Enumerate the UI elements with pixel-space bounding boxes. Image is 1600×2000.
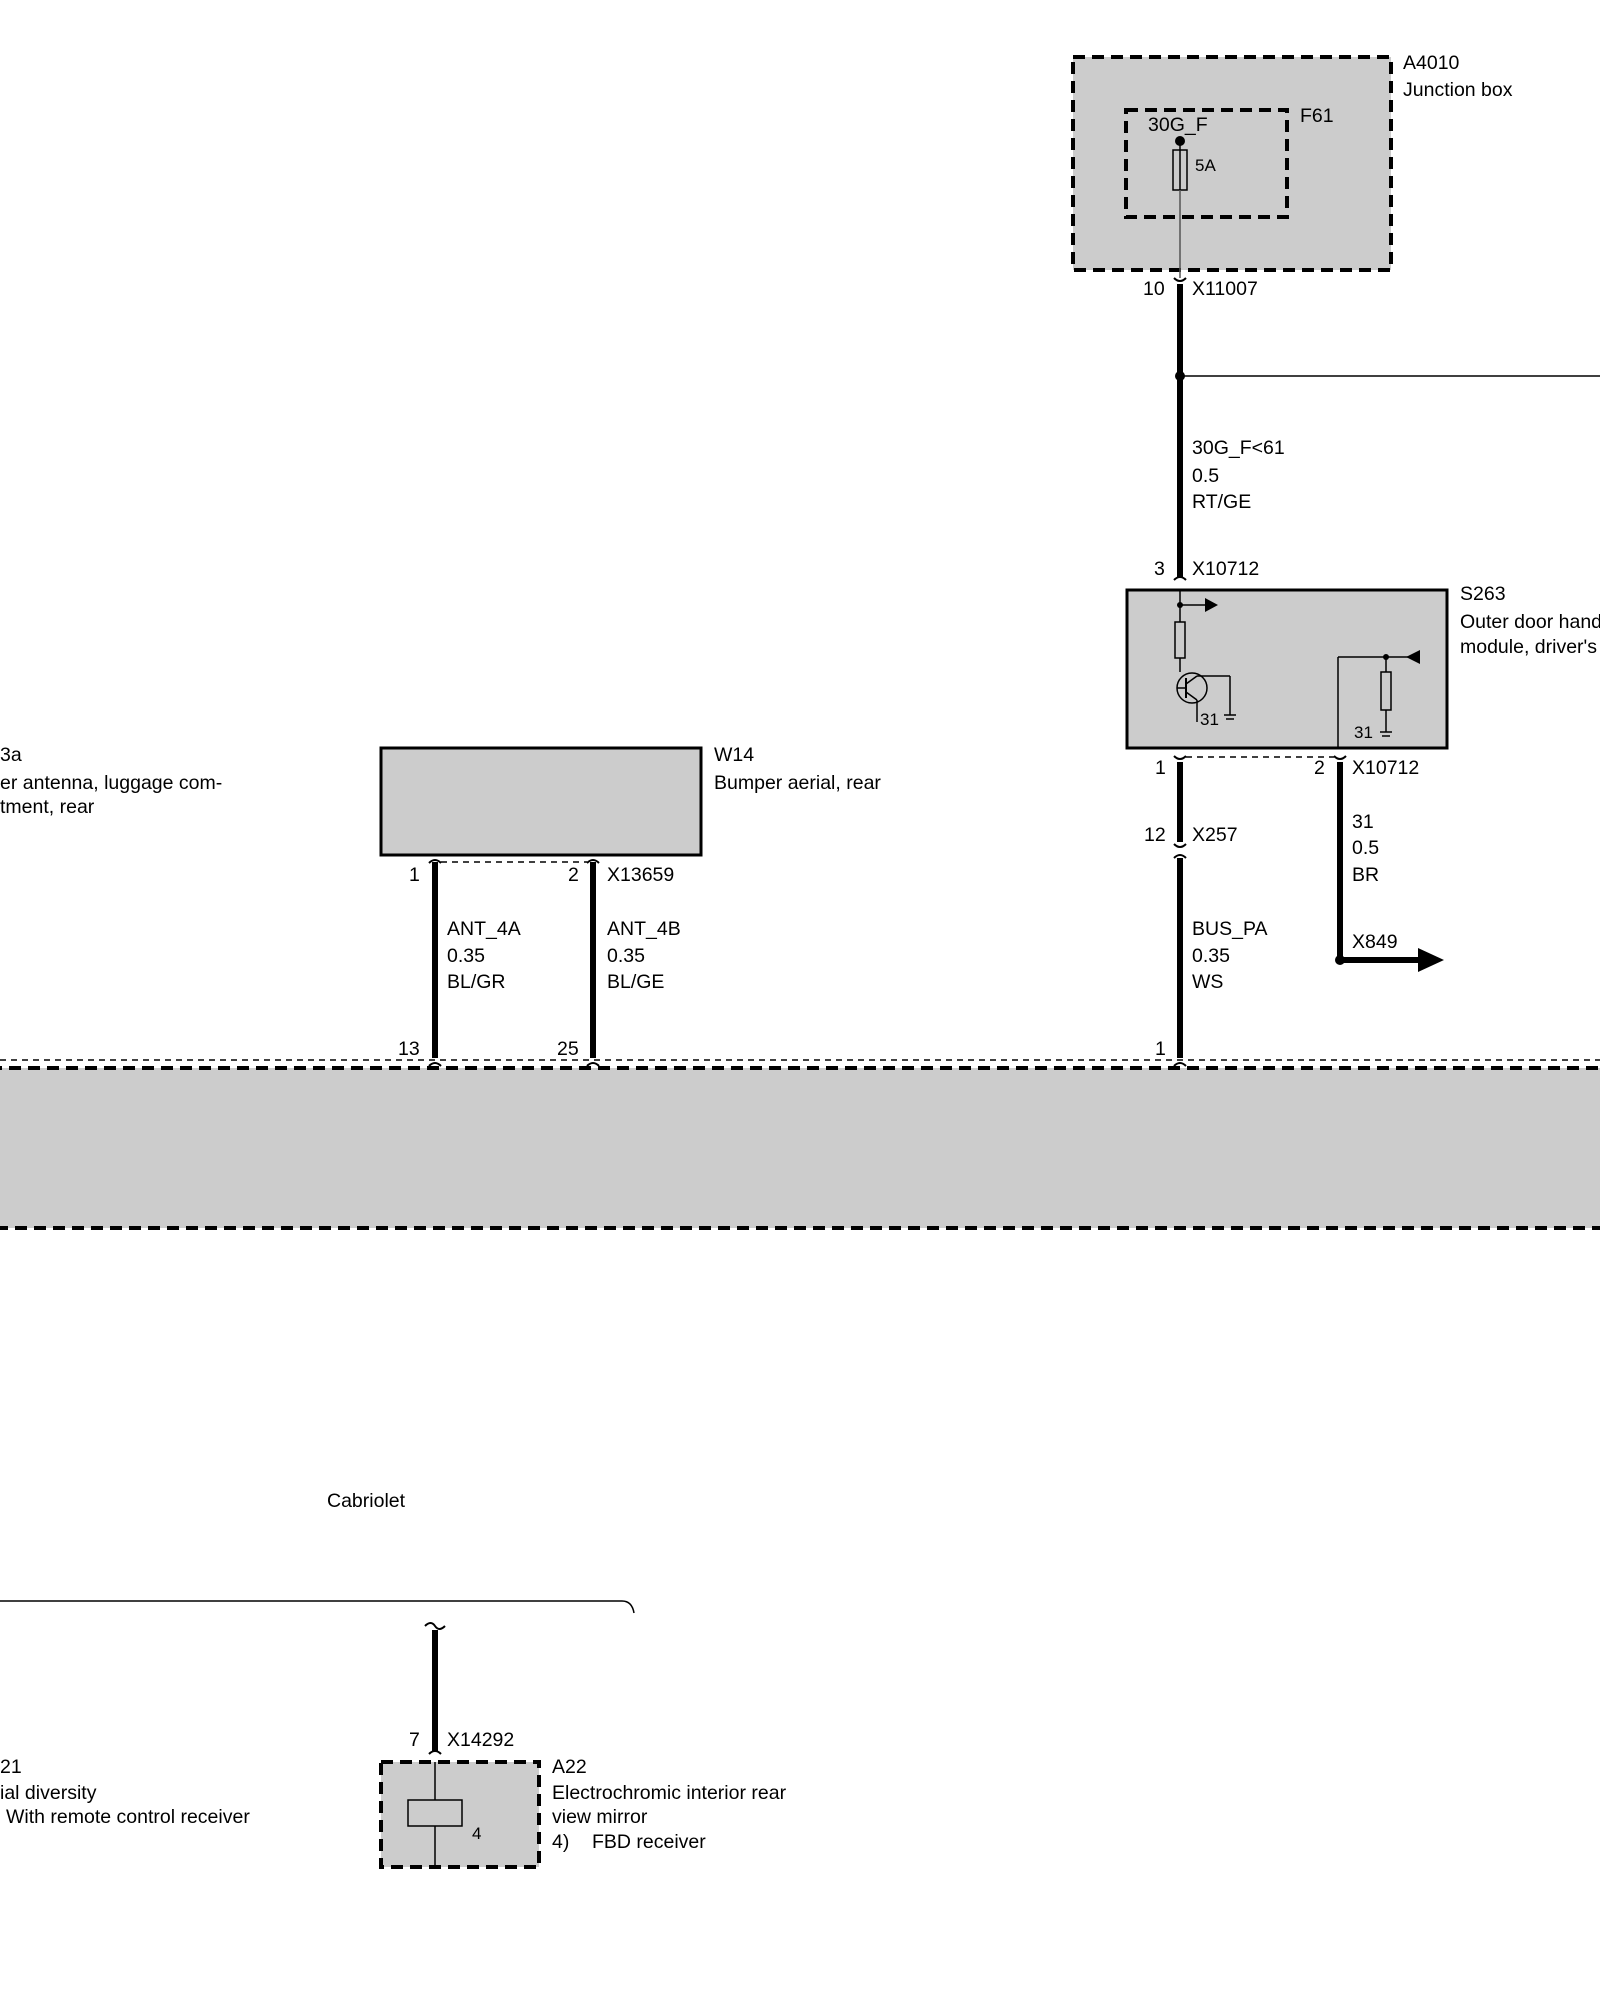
a22-note-num: 4) — [552, 1831, 569, 1853]
a22-name-line2: view mirror — [552, 1806, 648, 1828]
a22-note-text: FBD receiver — [592, 1831, 706, 1853]
connector-x257-symbol — [1173, 843, 1187, 859]
w14-name: Bumper aerial, rear — [714, 772, 881, 794]
s263-id: S263 — [1460, 583, 1506, 605]
junction-box-a4010[interactable] — [1071, 55, 1393, 278]
receiver-coil-symbol — [407, 1799, 463, 1827]
x849-id: X849 — [1352, 931, 1398, 953]
x257-id: X257 — [1192, 824, 1238, 846]
output-arrow — [1205, 598, 1218, 612]
connector-x14292-symbol — [428, 1750, 442, 1755]
s263-ground-right: 31 — [1354, 723, 1373, 742]
w13a-name-line2: tment, rear — [0, 796, 95, 818]
wire-ant4b-size: 0.35 — [607, 945, 645, 967]
x11007-pin: 10 — [1143, 278, 1165, 300]
resistor-symbol-right — [1380, 671, 1392, 711]
wire-31-signal: 31 — [1352, 811, 1374, 833]
x10712-top-id: X10712 — [1192, 558, 1259, 580]
connector-x11007-symbol — [1173, 277, 1187, 282]
bottom-pin-1: 1 — [1155, 1038, 1166, 1060]
x14292-pin: 7 — [409, 1729, 420, 1751]
connector-x10712-top-symbol — [1173, 576, 1187, 581]
x11007-id: X11007 — [1192, 278, 1258, 300]
w14-id: W14 — [714, 744, 754, 766]
x13659-id: X13659 — [607, 864, 674, 886]
x10712-bottom-pin-left: 1 — [1155, 757, 1166, 779]
s263-name-line2: module, driver's — [1460, 636, 1597, 658]
a21-name-line2: With remote control receiver — [6, 1806, 250, 1828]
wire-ant4a-size: 0.35 — [447, 945, 485, 967]
module-s263[interactable] — [1125, 588, 1449, 750]
wire-ant4b-signal: ANT_4B — [607, 918, 681, 940]
wire-ant4b-color: BL/GE — [607, 971, 664, 993]
s263-name-line1: Outer door hand — [1460, 611, 1600, 633]
x257-pin: 12 — [1144, 824, 1166, 846]
wire-31-color: BR — [1352, 864, 1379, 886]
fuse-f61-housing — [1124, 108, 1289, 219]
a22-name-line1: Electrochromic interior rear — [552, 1782, 787, 1804]
a22-id: A22 — [552, 1756, 587, 1778]
a4010-id: A4010 — [1403, 52, 1460, 74]
control-unit-bottom[interactable] — [0, 1066, 1600, 1230]
bottom-pin-25: 25 — [557, 1038, 579, 1060]
x10712-bottom-pin-right: 2 — [1314, 757, 1325, 779]
bottom-connector-symbols — [428, 1062, 1187, 1067]
f61-id: F61 — [1300, 105, 1334, 127]
a21-id: 21 — [0, 1756, 22, 1778]
connector-x10712-bottom-symbol — [1173, 755, 1347, 760]
f61-terminal: 30G_F — [1148, 114, 1208, 136]
connector-x13659-symbol — [428, 859, 600, 864]
w13a-name-line1: er antenna, luggage com- — [0, 772, 222, 794]
mirror-a22[interactable] — [379, 1760, 541, 1869]
wire-ant4a-signal: ANT_4A — [447, 918, 521, 940]
variant-label-cabriolet: Cabriolet — [327, 1490, 406, 1512]
wire-buspa-size: 0.35 — [1192, 945, 1230, 967]
resistor-symbol — [1174, 621, 1186, 659]
wire-30g-color: RT/GE — [1192, 491, 1251, 513]
wire-30g-size: 0.5 — [1192, 465, 1219, 487]
wire-buspa-signal: BUS_PA — [1192, 918, 1268, 940]
x10712-top-pin: 3 — [1154, 558, 1165, 580]
s263-ground-left: 31 — [1200, 710, 1219, 729]
variant-bracket — [0, 1600, 635, 1614]
input-arrow — [1406, 650, 1420, 664]
x13659-pin-right: 2 — [568, 864, 579, 886]
wire-buspa-color: WS — [1192, 971, 1223, 993]
a22-inner-label: 4 — [472, 1824, 481, 1843]
x10712-bottom-id: X10712 — [1352, 757, 1419, 779]
wire-break-symbol — [424, 1622, 446, 1630]
a21-name-line1: ial diversity — [0, 1782, 97, 1804]
w13a-id: 3a — [0, 744, 22, 766]
x13659-pin-left: 1 — [409, 864, 420, 886]
a4010-name: Junction box — [1403, 79, 1513, 101]
x14292-id: X14292 — [447, 1729, 514, 1751]
f61-rating: 5A — [1195, 156, 1216, 175]
bottom-pin-13: 13 — [398, 1038, 420, 1060]
x849-arrow — [1418, 948, 1444, 972]
wire-31-size: 0.5 — [1352, 837, 1379, 859]
aerial-w14[interactable] — [379, 746, 703, 857]
wire-30g-signal: 30G_F<61 — [1192, 437, 1285, 459]
wire-ant4a-color: BL/GR — [447, 971, 506, 993]
